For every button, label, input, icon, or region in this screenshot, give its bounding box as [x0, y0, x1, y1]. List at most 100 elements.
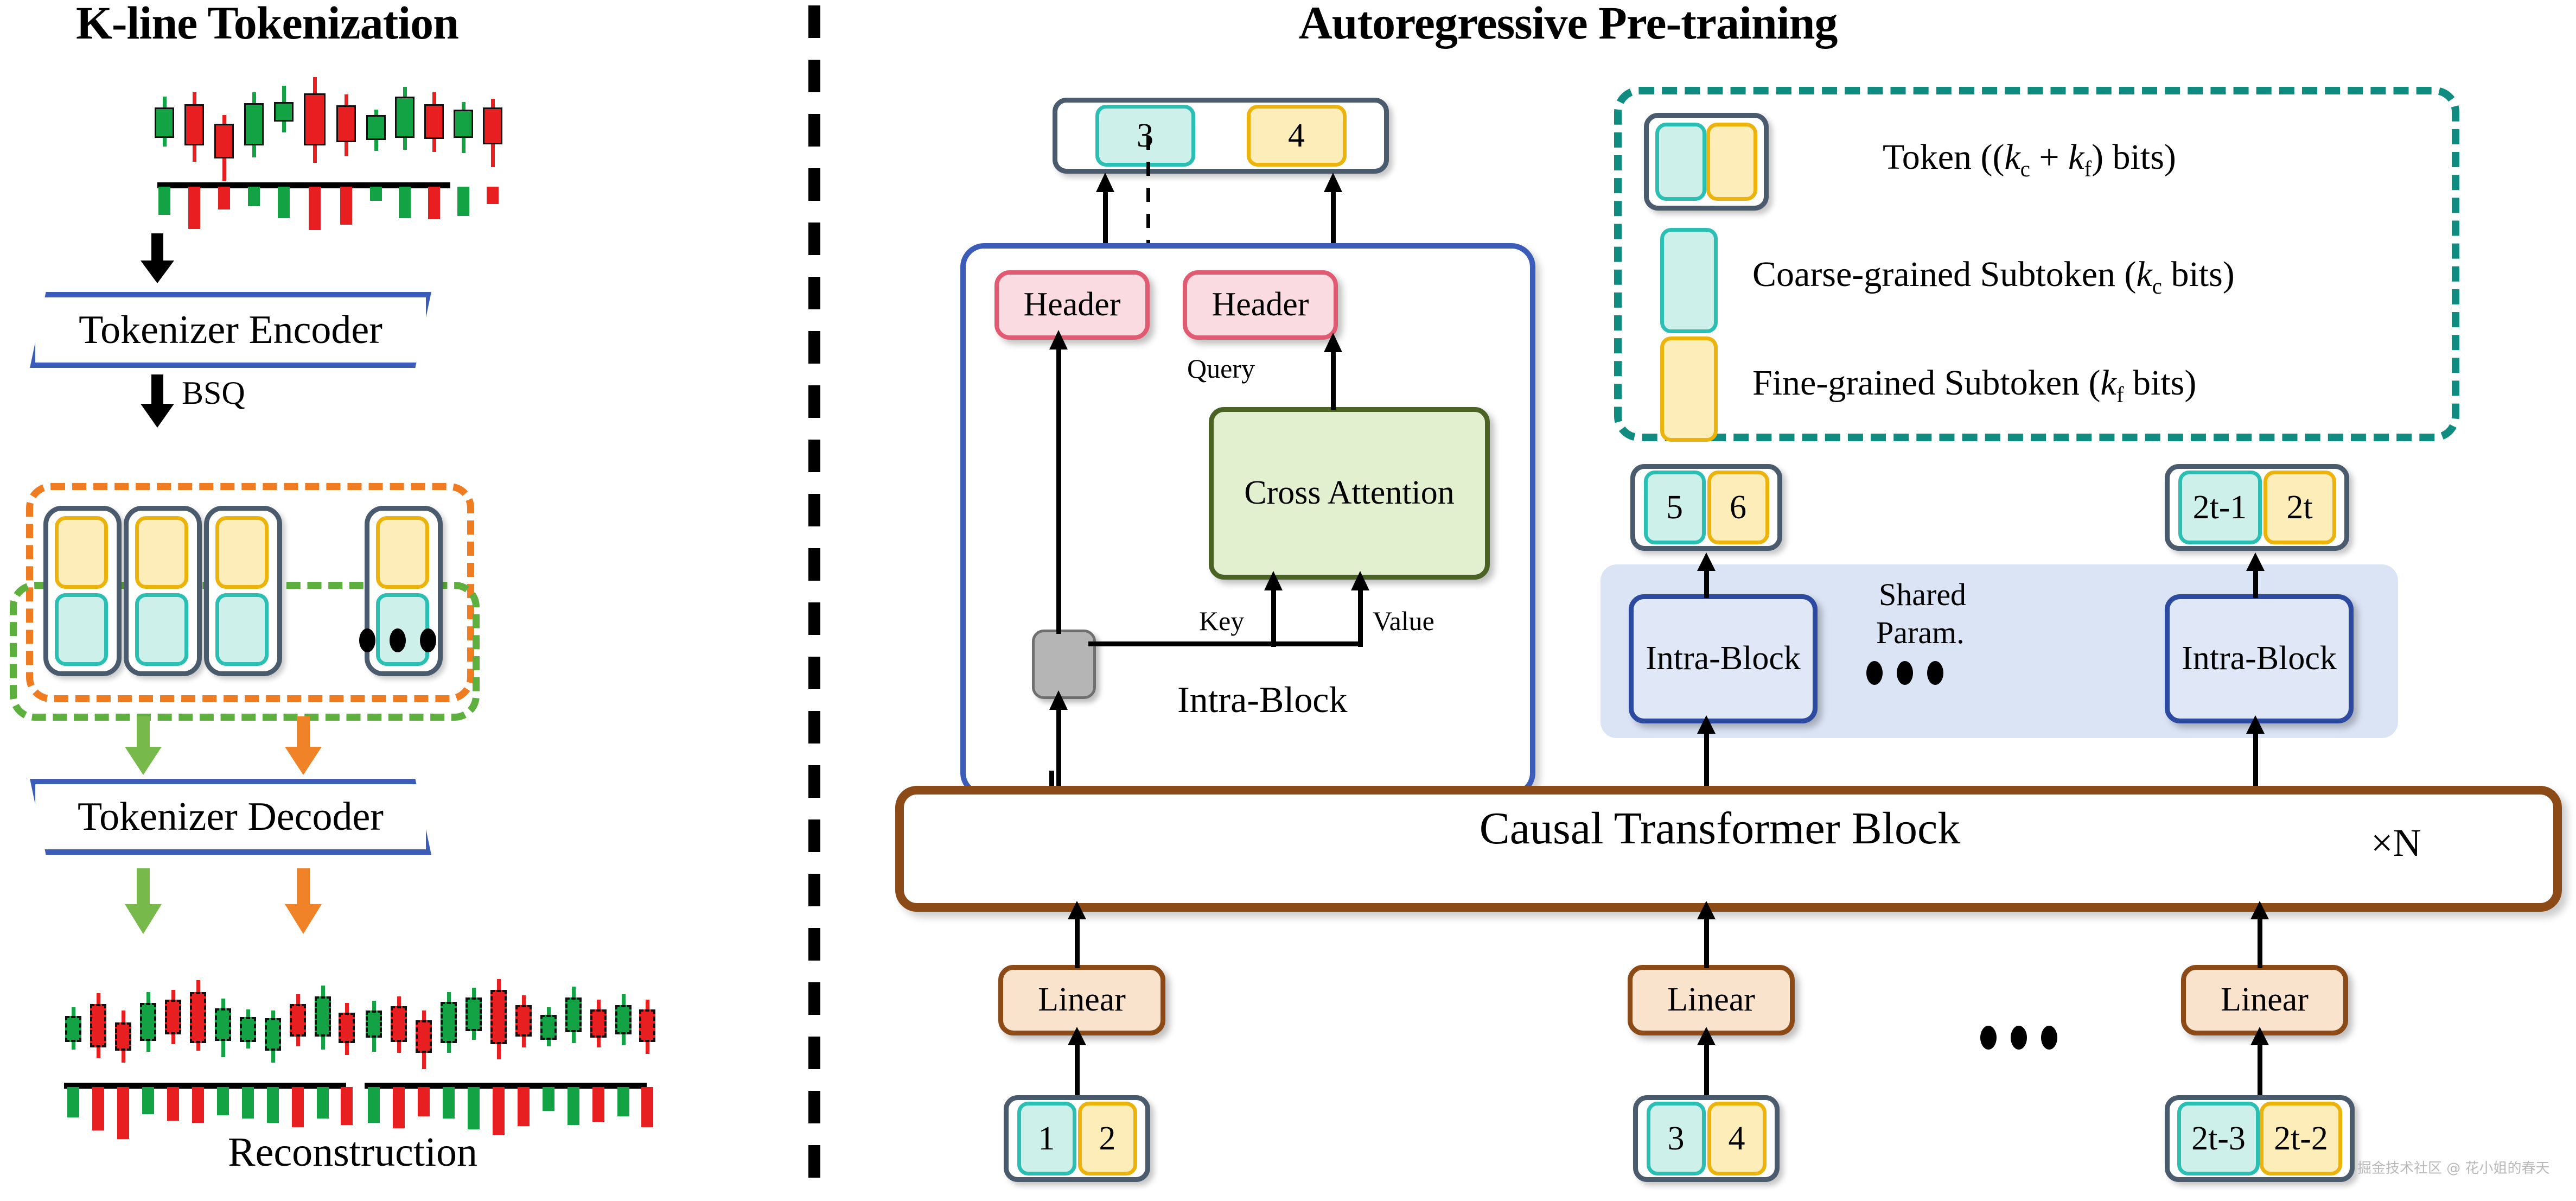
coarse-subtoken[interactable] — [215, 593, 269, 666]
arrow-decoder-to-recon-left — [125, 868, 163, 936]
arrow-token1-to-linear1 — [1068, 1027, 1086, 1097]
candlestick — [590, 977, 607, 1080]
causal-transformer-label: Causal Transformer Block — [1479, 803, 1961, 854]
input-token-box-3[interactable]: 2t-3 2t-2 — [2165, 1095, 2355, 1182]
linear-block-1[interactable]: Linear — [998, 965, 1165, 1035]
candlestick — [339, 977, 355, 1080]
input-coarse-2[interactable]: 3 — [1646, 1102, 1706, 1175]
fine-subtoken[interactable] — [135, 516, 188, 589]
left-token-stack[interactable] — [124, 506, 202, 676]
input-fine-1[interactable]: 2 — [1077, 1102, 1137, 1175]
arrow-into-grey-cell — [1049, 690, 1068, 799]
candle-body — [274, 102, 294, 122]
volume-bar — [418, 1087, 430, 1116]
candlestick — [304, 77, 326, 185]
input-coarse-3[interactable]: 2t-3 — [2177, 1102, 2260, 1175]
input-token-box-2[interactable]: 3 4 — [1633, 1095, 1780, 1182]
fine-subtoken[interactable] — [376, 516, 429, 589]
legend-fine-part-icon — [1706, 123, 1757, 201]
linear-block-2[interactable]: Linear — [1628, 965, 1795, 1035]
arrow-input-to-encoder — [138, 233, 176, 283]
left-token-stack[interactable] — [43, 506, 122, 676]
predicted-fine-1[interactable]: 6 — [1707, 471, 1769, 544]
cross-attention-block[interactable]: Cross Attention — [1209, 407, 1490, 580]
candlestick — [274, 81, 294, 185]
header-block-right[interactable]: Header — [1183, 270, 1338, 340]
volume-bar — [242, 1087, 254, 1119]
output-fine-value: 4 — [1288, 117, 1305, 154]
fine-subtoken[interactable] — [55, 516, 108, 589]
tokenizer-encoder-label: Tokenizer Encoder — [79, 307, 382, 352]
candlestick — [366, 81, 386, 185]
coarse-subtoken[interactable] — [55, 593, 108, 666]
output-fine-subtoken[interactable]: 4 — [1246, 105, 1347, 167]
arrow-linear3-to-transformer — [2250, 901, 2269, 968]
volume-bar — [428, 187, 440, 219]
intra-block-detail-caption: Intra-Block — [1177, 679, 1348, 720]
candlestick — [140, 977, 156, 1080]
input-fine-2[interactable]: 4 — [1707, 1102, 1767, 1175]
input-coarse-3-value: 2t-3 — [2191, 1120, 2246, 1157]
coarse-subtoken[interactable] — [135, 593, 188, 666]
volume-bar — [368, 1087, 380, 1123]
arrow-block2-to-token2 — [2246, 552, 2265, 598]
left-token-stack[interactable] — [204, 506, 282, 676]
arrow-token3-to-linear3 — [2250, 1027, 2269, 1097]
input-coarse-1[interactable]: 1 — [1017, 1102, 1076, 1175]
chart-axis — [157, 182, 450, 188]
coarse-subtoken[interactable] — [376, 593, 429, 666]
candle-body — [304, 93, 326, 145]
volume-bar — [158, 187, 170, 215]
arrow-encoder-to-bsq — [138, 374, 176, 429]
predicted-coarse-1[interactable]: 5 — [1643, 471, 1706, 544]
tokenizer-decoder-block[interactable]: Tokenizer Decoder — [30, 779, 431, 855]
candle-body — [240, 1017, 256, 1042]
header-block-left[interactable]: Header — [994, 270, 1150, 340]
volume-bar — [457, 187, 469, 216]
output-coarse-value: 3 — [1137, 117, 1153, 154]
predicted-fine-2[interactable]: 2t — [2263, 471, 2336, 544]
candlestick — [540, 977, 557, 1080]
candle-body — [215, 1008, 231, 1041]
fine-subtoken[interactable] — [215, 516, 269, 589]
key-label: Key — [1199, 606, 1245, 636]
volume-bar — [292, 1087, 304, 1127]
linear-block-3[interactable]: Linear — [2181, 965, 2348, 1035]
bottom-row-ellipsis — [1980, 1026, 2057, 1050]
causal-transformer-block[interactable] — [895, 786, 2562, 912]
candle-body — [424, 104, 444, 139]
predicted-coarse-2[interactable]: 2t-1 — [2178, 471, 2262, 544]
volume-bar — [192, 1087, 204, 1123]
candle-body — [615, 1005, 632, 1034]
legend-box — [1614, 87, 2459, 441]
candlestick — [190, 977, 206, 1080]
input-token-box-1[interactable]: 1 2 — [1004, 1095, 1150, 1182]
output-token-box[interactable]: 3 4 — [1053, 98, 1389, 174]
predicted-token-box-2[interactable]: 2t-1 2t — [2165, 464, 2349, 551]
candle-body — [155, 107, 174, 138]
input-fine-3[interactable]: 2t-2 — [2260, 1102, 2342, 1175]
input-fine-2-value: 4 — [1728, 1120, 1745, 1157]
candlestick — [565, 977, 582, 1080]
shared-intra-block-2[interactable]: Intra-Block — [2165, 594, 2354, 723]
legend-coarse-part-icon — [1655, 123, 1706, 201]
candle-body — [639, 1009, 655, 1042]
output-coarse-subtoken[interactable]: 3 — [1095, 105, 1195, 167]
grey-state-cell — [1032, 630, 1096, 699]
arrow-header-left-to-output — [1096, 173, 1114, 281]
predicted-coarse-2-value: 2t-1 — [2192, 489, 2247, 526]
bsq-label: BSQ — [182, 375, 245, 411]
reconstruction-chart-right — [358, 977, 655, 1135]
candle-body — [165, 1000, 181, 1034]
tokenizer-encoder-block[interactable]: Tokenizer Encoder — [30, 292, 431, 368]
left-token-stack[interactable] — [365, 506, 443, 676]
volume-bar — [370, 187, 382, 201]
shared-intra-block-1[interactable]: Intra-Block — [1629, 594, 1818, 723]
arrow-block1-to-token1 — [1697, 552, 1716, 598]
volume-bar — [393, 1087, 405, 1128]
input-kline-chart — [130, 77, 502, 230]
volume-bar — [217, 1087, 229, 1115]
volume-bar — [218, 187, 230, 209]
predicted-token-box-1[interactable]: 5 6 — [1630, 464, 1782, 551]
arrow-linear2-to-transformer — [1697, 901, 1716, 968]
